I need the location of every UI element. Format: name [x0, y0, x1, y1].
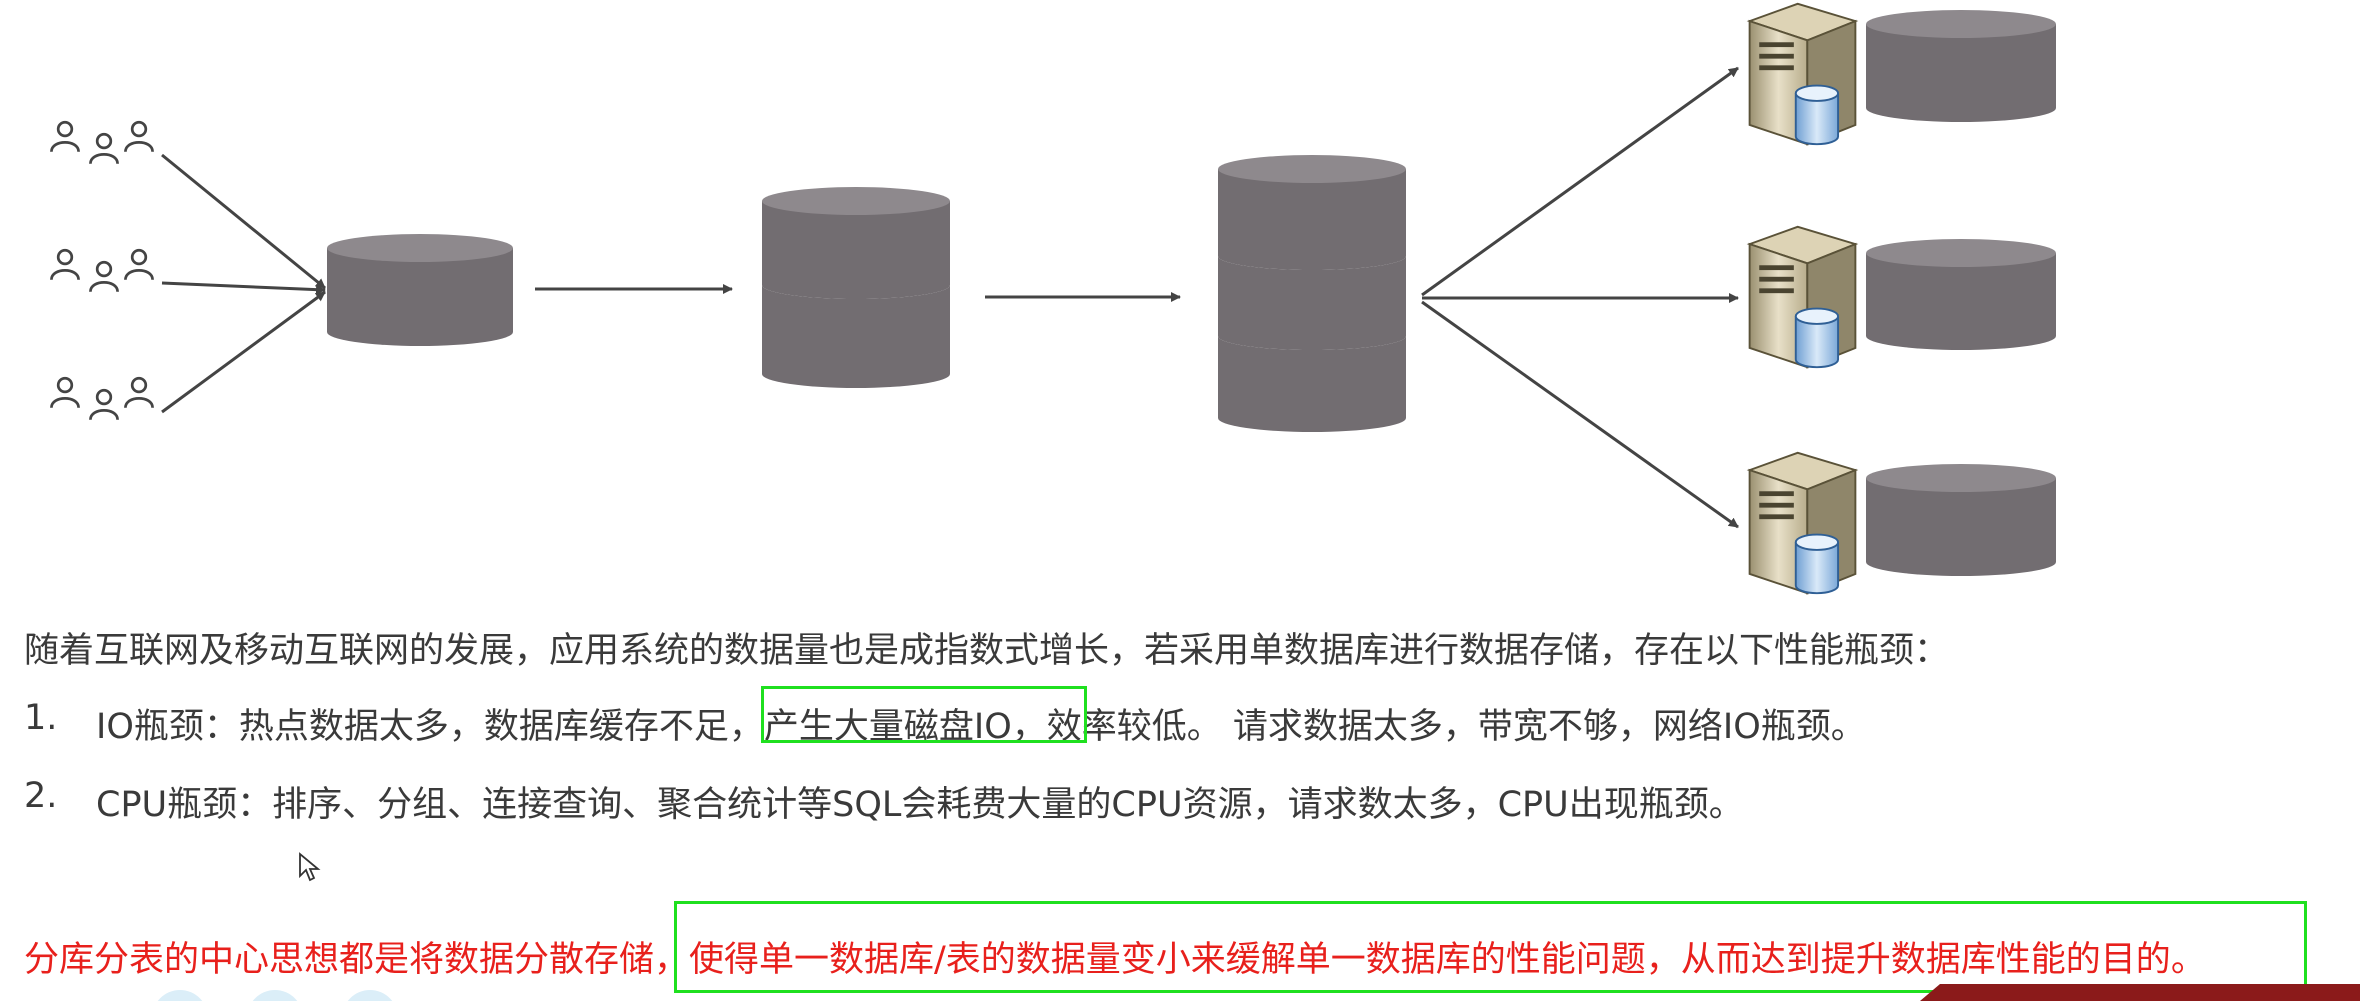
- list-number-1: 1.: [24, 698, 58, 738]
- users-group-icon: [50, 376, 154, 422]
- server-node: [1748, 225, 2056, 369]
- database-icon: [1866, 24, 2056, 122]
- conclusion-end: 。: [2170, 940, 2206, 980]
- users-group-icon: [50, 248, 154, 294]
- database-icon: [1866, 253, 2056, 350]
- server-node: [1748, 2, 2056, 146]
- server-icon: [1748, 451, 1857, 595]
- database-three-tier: [1218, 155, 1406, 432]
- corner-banner: [1920, 984, 2360, 1001]
- highlight-box-io: [761, 686, 1087, 743]
- database-single: [327, 234, 513, 346]
- io-bottleneck-text: IO瓶颈：热点数据太多，数据库缓存不足: [96, 707, 729, 747]
- conclusion-highlighted-phrase: ，使得单一数据库/表的数据量变小来缓解单一数据库的性能问题，从而达到提升数据库性…: [654, 940, 2171, 980]
- io-bottleneck-text-rest: 效率较低。 请求数据太多，带宽不够，网络IO瓶颈。: [1046, 707, 1866, 747]
- list-number-2: 2.: [24, 776, 58, 816]
- cpu-bottleneck-item: CPU瓶颈：排序、分组、连接查询、聚合统计等SQL会耗费大量的CPU资源，请求数…: [96, 785, 1744, 825]
- highlight-box-conclusion: [674, 901, 2307, 993]
- arrow: [161, 153, 326, 414]
- server-node: [1748, 451, 2056, 595]
- mouse-cursor-icon: [299, 852, 321, 882]
- intro-text: 随着互联网及移动互联网的发展，应用系统的数据量也是成指数式增长，若采用单数据库进…: [24, 631, 1950, 671]
- conclusion-lead: 分库分表的中心思想都是将数据分散存储: [24, 940, 655, 980]
- server-icon: [1748, 2, 1857, 146]
- conclusion-text: 分库分表的中心思想都是将数据分散存储，使得单一数据库/表的数据量变小来缓解单一数…: [24, 931, 2206, 982]
- architecture-diagram: [50, 2, 2056, 595]
- server-icon: [1748, 225, 1857, 369]
- decorative-circles: [157, 990, 393, 1001]
- database-icon: [1866, 478, 2056, 576]
- arrow: [1421, 66, 1739, 529]
- database-two-tier: [762, 187, 950, 388]
- users-group-icon: [50, 120, 154, 166]
